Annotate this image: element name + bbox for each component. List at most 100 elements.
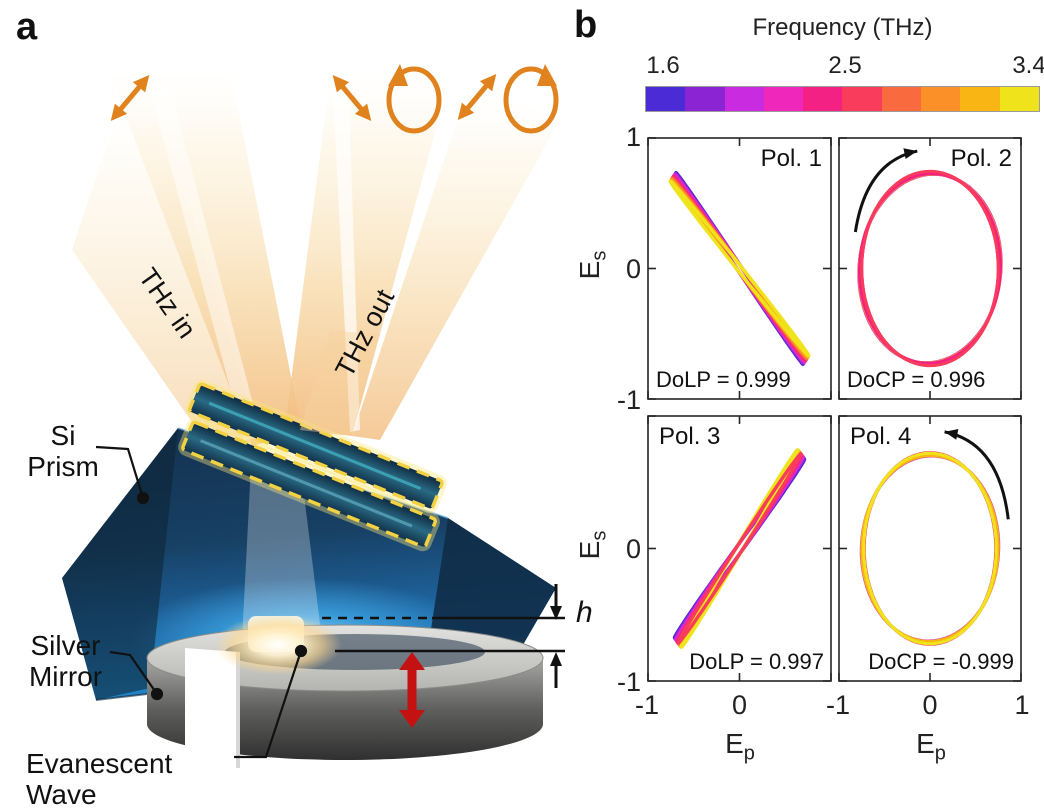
- x-axis-label-base: E: [725, 728, 744, 759]
- pointer-lines: [95, 445, 308, 759]
- colorbar-title: Frequency (THz): [752, 14, 933, 41]
- down-arrow-icon: [550, 606, 562, 620]
- colorbar-tick-label: 3.4: [1012, 52, 1044, 79]
- tick-marks: [648, 137, 832, 399]
- y-tick-label: 1: [625, 122, 641, 152]
- prism-pointer-dot: [136, 491, 150, 505]
- silver-mirror-shape: [146, 624, 544, 768]
- gap-height-label: h: [576, 596, 593, 629]
- x-axis-label-base: E: [916, 728, 935, 759]
- tick-marks: [648, 138, 831, 399]
- mirror-motion-arrow-icon: [399, 652, 425, 728]
- colorbar-segment: [803, 87, 843, 111]
- polarization-curve: [679, 448, 800, 649]
- colorbar-segment: [685, 87, 725, 111]
- subplot-pol-3: Pol. 3 DoLP = 0.997: [647, 415, 832, 682]
- polarization-curve: [668, 179, 811, 358]
- tick-marks: [838, 138, 1021, 400]
- tick-marks: [647, 138, 831, 400]
- colorbar-segment: [999, 87, 1039, 111]
- pol-2-plot: [838, 137, 1022, 400]
- metasurface-slabs: [178, 379, 447, 552]
- subplot-title: Pol. 1: [760, 145, 822, 172]
- subplot-title: Pol. 3: [659, 423, 721, 450]
- tick-marks: [648, 416, 831, 681]
- evanescent-wave-label: Evanescent Wave: [26, 748, 173, 810]
- panel-b-label: b: [574, 4, 598, 46]
- subplot-pol-2: Pol. 2 DoCP = 0.996: [838, 137, 1022, 400]
- x-tick-label: -1: [634, 690, 659, 720]
- colorbar-segment: [763, 87, 804, 111]
- colorbar-tick-label: 1.6: [646, 52, 680, 79]
- tick-marks: [839, 137, 1022, 399]
- y-tick-label: 0: [625, 253, 641, 284]
- x-tick-label: -1: [825, 690, 850, 720]
- x-tick-label: 0: [922, 690, 938, 720]
- subplot-pol-4: Pol. 4 DoCP = -0.999: [838, 415, 1022, 682]
- x-axis-label: Ep: [710, 728, 770, 766]
- evanescent-pointer-line: [234, 650, 303, 759]
- rotation-arrow-icon: [944, 430, 1010, 520]
- linear-polarization-icon-in: [110, 75, 150, 121]
- panel-a-label: a: [16, 6, 38, 48]
- linear-polarization-icon-out1: [332, 75, 372, 121]
- panel-b-plots: b Frequency (THz) 1.6 2.5 3.4 Pol. 1 DoL…: [560, 0, 1044, 810]
- pol-3-plot: [647, 415, 832, 682]
- colorbar-tick-label: 2.5: [828, 52, 862, 79]
- panel-a-schematic: a THz in THz out Si Prism Silver Mirror …: [16, 6, 593, 810]
- pol-4-plot: [838, 415, 1022, 682]
- dolp-value: DoLP = 0.997: [689, 649, 824, 674]
- schematic-art: [62, 58, 565, 768]
- x-axis-label-sub: p: [934, 742, 946, 765]
- prism-pointer-line: [95, 445, 145, 499]
- polarization-symbols: [110, 64, 559, 134]
- y-tick-label: -1: [616, 385, 641, 415]
- y-tick-label: -1: [616, 667, 641, 697]
- x-axis-label: Ep: [901, 728, 961, 766]
- polarization-curve: [860, 169, 1000, 368]
- colorbar-segment: [646, 87, 686, 111]
- thz-out-beam: [285, 62, 560, 440]
- tick-marks: [839, 415, 1022, 681]
- silver-mirror-label: Silver Mirror: [28, 630, 103, 692]
- polarization-curve: [862, 451, 998, 646]
- thz-in-beam: [72, 58, 302, 455]
- dolp-value: DoLP = 0.999: [656, 367, 791, 392]
- mirror-pointer-dot: [150, 687, 164, 701]
- tick-marks: [838, 416, 1021, 682]
- colorbar-segment: [842, 87, 882, 111]
- colorbar-segment: [881, 87, 922, 111]
- polarization-curve: [676, 452, 803, 645]
- si-prism-label: Si Prism: [27, 420, 99, 482]
- evanescent-wave-glow: [214, 615, 342, 675]
- colorbar-segment: [921, 87, 961, 111]
- docp-value: DoCP = 0.996: [847, 367, 986, 392]
- x-tick-label: 1: [1014, 690, 1030, 720]
- colorbar-segment: [724, 87, 764, 111]
- colorbar-segment: [960, 87, 1000, 111]
- evanescent-pointer-dot: [294, 644, 308, 658]
- up-arrow-icon: [550, 652, 562, 666]
- x-axis-label-sub: p: [743, 742, 755, 765]
- tick-marks: [648, 415, 832, 681]
- pol-1-plot: [647, 137, 832, 400]
- y-tick-label: 0: [625, 533, 641, 564]
- mirror-pointer-line: [109, 650, 158, 695]
- rotation-arrowhead-icon: [944, 428, 959, 440]
- gap-indicator: [322, 584, 565, 688]
- tick-marks: [839, 138, 1021, 399]
- subplot-title: Pol. 2: [950, 145, 1012, 172]
- circular-polarization-icon-left: [386, 64, 442, 134]
- subplot-pol-1: Pol. 1 DoLP = 0.999: [647, 137, 832, 400]
- linear-polarization-icon-out2: [457, 74, 497, 120]
- rotation-arrowhead-icon: [903, 148, 918, 160]
- docp-value: DoCP = -0.999: [868, 649, 1014, 674]
- plot-frame: [838, 137, 1022, 400]
- subplot-title: Pol. 4: [850, 423, 912, 450]
- out-beam-overlap: [300, 330, 380, 436]
- circular-polarization-icon-right: [503, 64, 559, 134]
- x-tick-label: 0: [731, 690, 748, 720]
- tick-marks: [647, 416, 831, 682]
- frequency-colorbar: [645, 86, 1040, 112]
